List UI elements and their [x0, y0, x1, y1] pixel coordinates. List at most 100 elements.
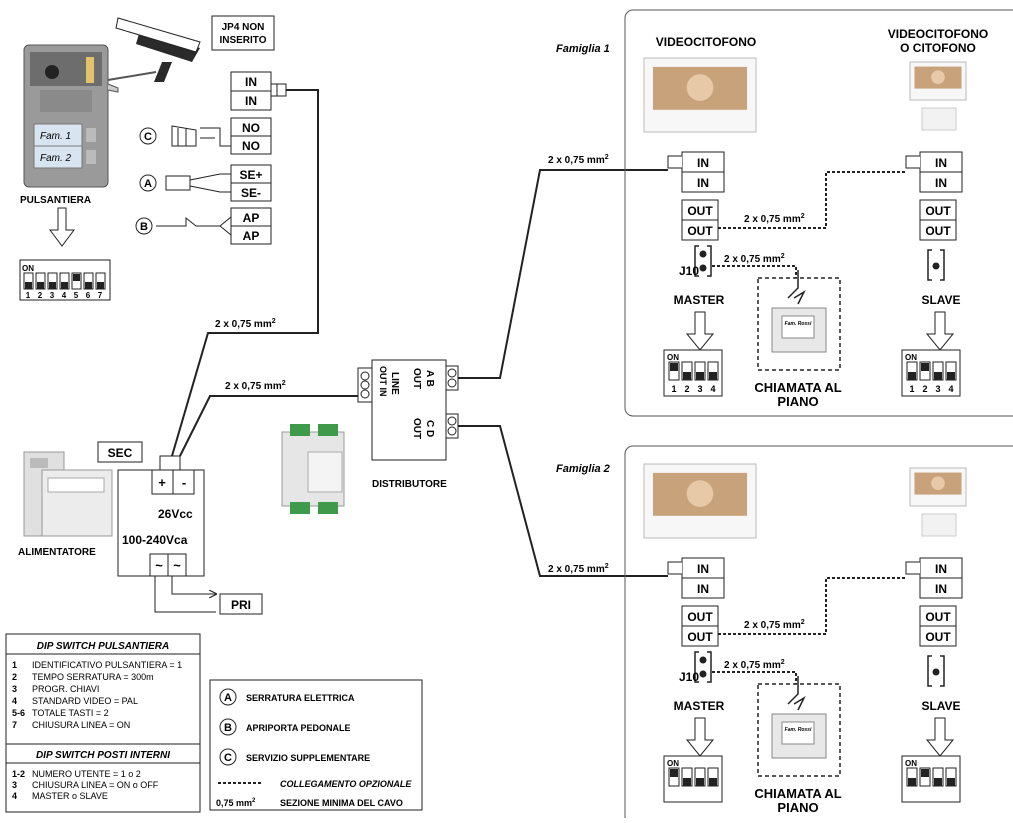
slave-label: SLAVE: [921, 699, 960, 713]
sec-label: SEC: [108, 446, 133, 460]
legend-c: SERVIZIO SUPPLEMENTARE: [246, 753, 370, 763]
monitor-photo: [643, 463, 757, 539]
dip-on: ON: [667, 353, 679, 362]
dip-legend-value: IDENTIFICATIVO PULSANTIERA = 1: [32, 660, 182, 670]
col-videocitofono-slave-2: O CITOFONO: [900, 41, 976, 55]
lock-icon: [165, 175, 191, 191]
fam2-label: Fam. 2: [40, 153, 72, 164]
dip-number: 3: [935, 384, 940, 394]
distributor-photo: [281, 424, 345, 514]
term-in-1: IN: [245, 75, 257, 89]
psu-vcc: 26Vcc: [158, 507, 193, 521]
distributor-box: LINE OUT IN A B OUT C D OUT: [357, 359, 459, 461]
master-label: MASTER: [674, 293, 725, 307]
legend-b: APRIPORTA PEDONALE: [246, 723, 351, 733]
fam1-label: Fam. 1: [40, 131, 71, 142]
dist-out2: OUT: [411, 418, 422, 439]
psu-ac1: ~: [155, 558, 163, 573]
dist-line: LINE: [389, 372, 400, 395]
fam-rossi-label: Fam. Rossi: [785, 321, 812, 327]
cable-label: 2 x 0,75 mm2: [744, 619, 805, 631]
in-terminal: IN: [697, 562, 709, 576]
legend-section-value: 0,75 mm2: [216, 798, 256, 808]
dip-legend-title-2: DIP SWITCH POSTI INTERNI: [36, 750, 170, 761]
panel-dip-number: 3: [50, 291, 55, 300]
down-arrow-icon: [685, 311, 715, 351]
monitor-photo: [909, 61, 967, 101]
psu-minus: -: [182, 475, 186, 490]
in-terminal: IN: [697, 582, 709, 596]
dip-legend-key: 7: [12, 720, 17, 730]
master-label: MASTER: [674, 699, 725, 713]
dip-legend-key: 1: [12, 660, 17, 670]
panel-dip-number: 7: [98, 291, 103, 300]
jp4-box: [211, 15, 275, 51]
dip-number: 1: [909, 384, 914, 394]
dip-legend-key: 3: [12, 684, 17, 694]
dip-legend-key: 1-2: [12, 769, 25, 779]
camera-icon: [107, 17, 201, 82]
panel-dip-number: 1: [26, 291, 31, 300]
out-terminal: OUT: [687, 204, 713, 218]
dist-out1: OUT: [411, 368, 422, 389]
call-label-1: CHIAMATA AL: [754, 786, 841, 801]
famiglia-1-title: Famiglia 1: [556, 43, 610, 55]
out-terminal: OUT: [687, 224, 713, 238]
dip-number: 3: [697, 384, 702, 394]
dip-number: 4: [710, 384, 715, 394]
dip-legend-value: NUMERO UTENTE = 1 o 2: [32, 769, 141, 779]
panel-dip-number: 5: [74, 291, 79, 300]
cable-label-4: 2 x 0,75 mm2: [548, 563, 609, 575]
svg-text:B: B: [224, 722, 232, 734]
monitor-photo: [909, 467, 967, 507]
power-supply-photo: [23, 451, 113, 537]
dip-legend-title-1: DIP SWITCH PULSANTIERA: [37, 641, 169, 652]
panel-dip-number: 4: [62, 291, 67, 300]
dip-legend-value: PROGR. CHIAVI: [32, 684, 99, 694]
sec-box: [97, 441, 143, 463]
dip-legend-key: 5-6: [12, 708, 25, 718]
out-terminal: OUT: [925, 204, 951, 218]
term-in-2: IN: [245, 94, 257, 108]
pri-arrows: [154, 576, 216, 613]
dip-legend-value: STANDARD VIDEO = PAL: [32, 696, 138, 706]
main-wires: [171, 89, 668, 577]
dip-number: 4: [948, 384, 953, 394]
dip-number: 2: [922, 384, 927, 394]
dist-out-in: OUT IN: [378, 366, 388, 397]
term-se-minus: SE-: [241, 186, 261, 200]
panel-terminals: IN IN NO NO SE+ SE- AP AP C A B: [107, 71, 287, 245]
j10-label: J10: [679, 670, 699, 684]
term-ap-2: AP: [243, 229, 260, 243]
door-icon: [171, 125, 197, 147]
term-ap-1: AP: [243, 211, 260, 225]
cable-label-2: 2 x 0,75 mm2: [225, 380, 286, 392]
marker-b: B: [140, 221, 148, 233]
j10-label: J10: [679, 264, 699, 278]
down-arrow-icon: [685, 717, 715, 757]
dip-on: ON: [905, 353, 917, 362]
symbol-legend: A SERRATURA ELETTRICA B APRIPORTA PEDONA…: [209, 679, 423, 811]
in-terminal: IN: [935, 562, 947, 576]
col-videocitofono-slave-1: VIDEOCITOFONO: [888, 27, 988, 41]
dist-cd: C D: [424, 420, 435, 437]
in-terminal: IN: [935, 156, 947, 170]
in-terminal: IN: [935, 582, 947, 596]
dip-legend-key: 4: [12, 696, 17, 706]
marker-c: C: [144, 131, 152, 143]
down-arrow-icon: [925, 311, 955, 351]
dip-legend-value: TOTALE TASTI = 2: [32, 708, 109, 718]
panel-dip-number: 6: [86, 291, 91, 300]
legend-optional: COLLEGAMENTO OPZIONALE: [280, 779, 412, 789]
dip-number: 1: [671, 384, 676, 394]
dip-on: ON: [667, 759, 679, 768]
down-arrow-icon: [925, 717, 955, 757]
in-terminal: IN: [935, 176, 947, 190]
legend-section: SEZIONE MINIMA DEL CAVO: [280, 798, 403, 808]
term-se-plus: SE+: [239, 168, 262, 182]
cable-label-1: 2 x 0,75 mm2: [215, 318, 276, 330]
cable-label: 2 x 0,75 mm2: [744, 213, 805, 225]
out-terminal: OUT: [925, 610, 951, 624]
